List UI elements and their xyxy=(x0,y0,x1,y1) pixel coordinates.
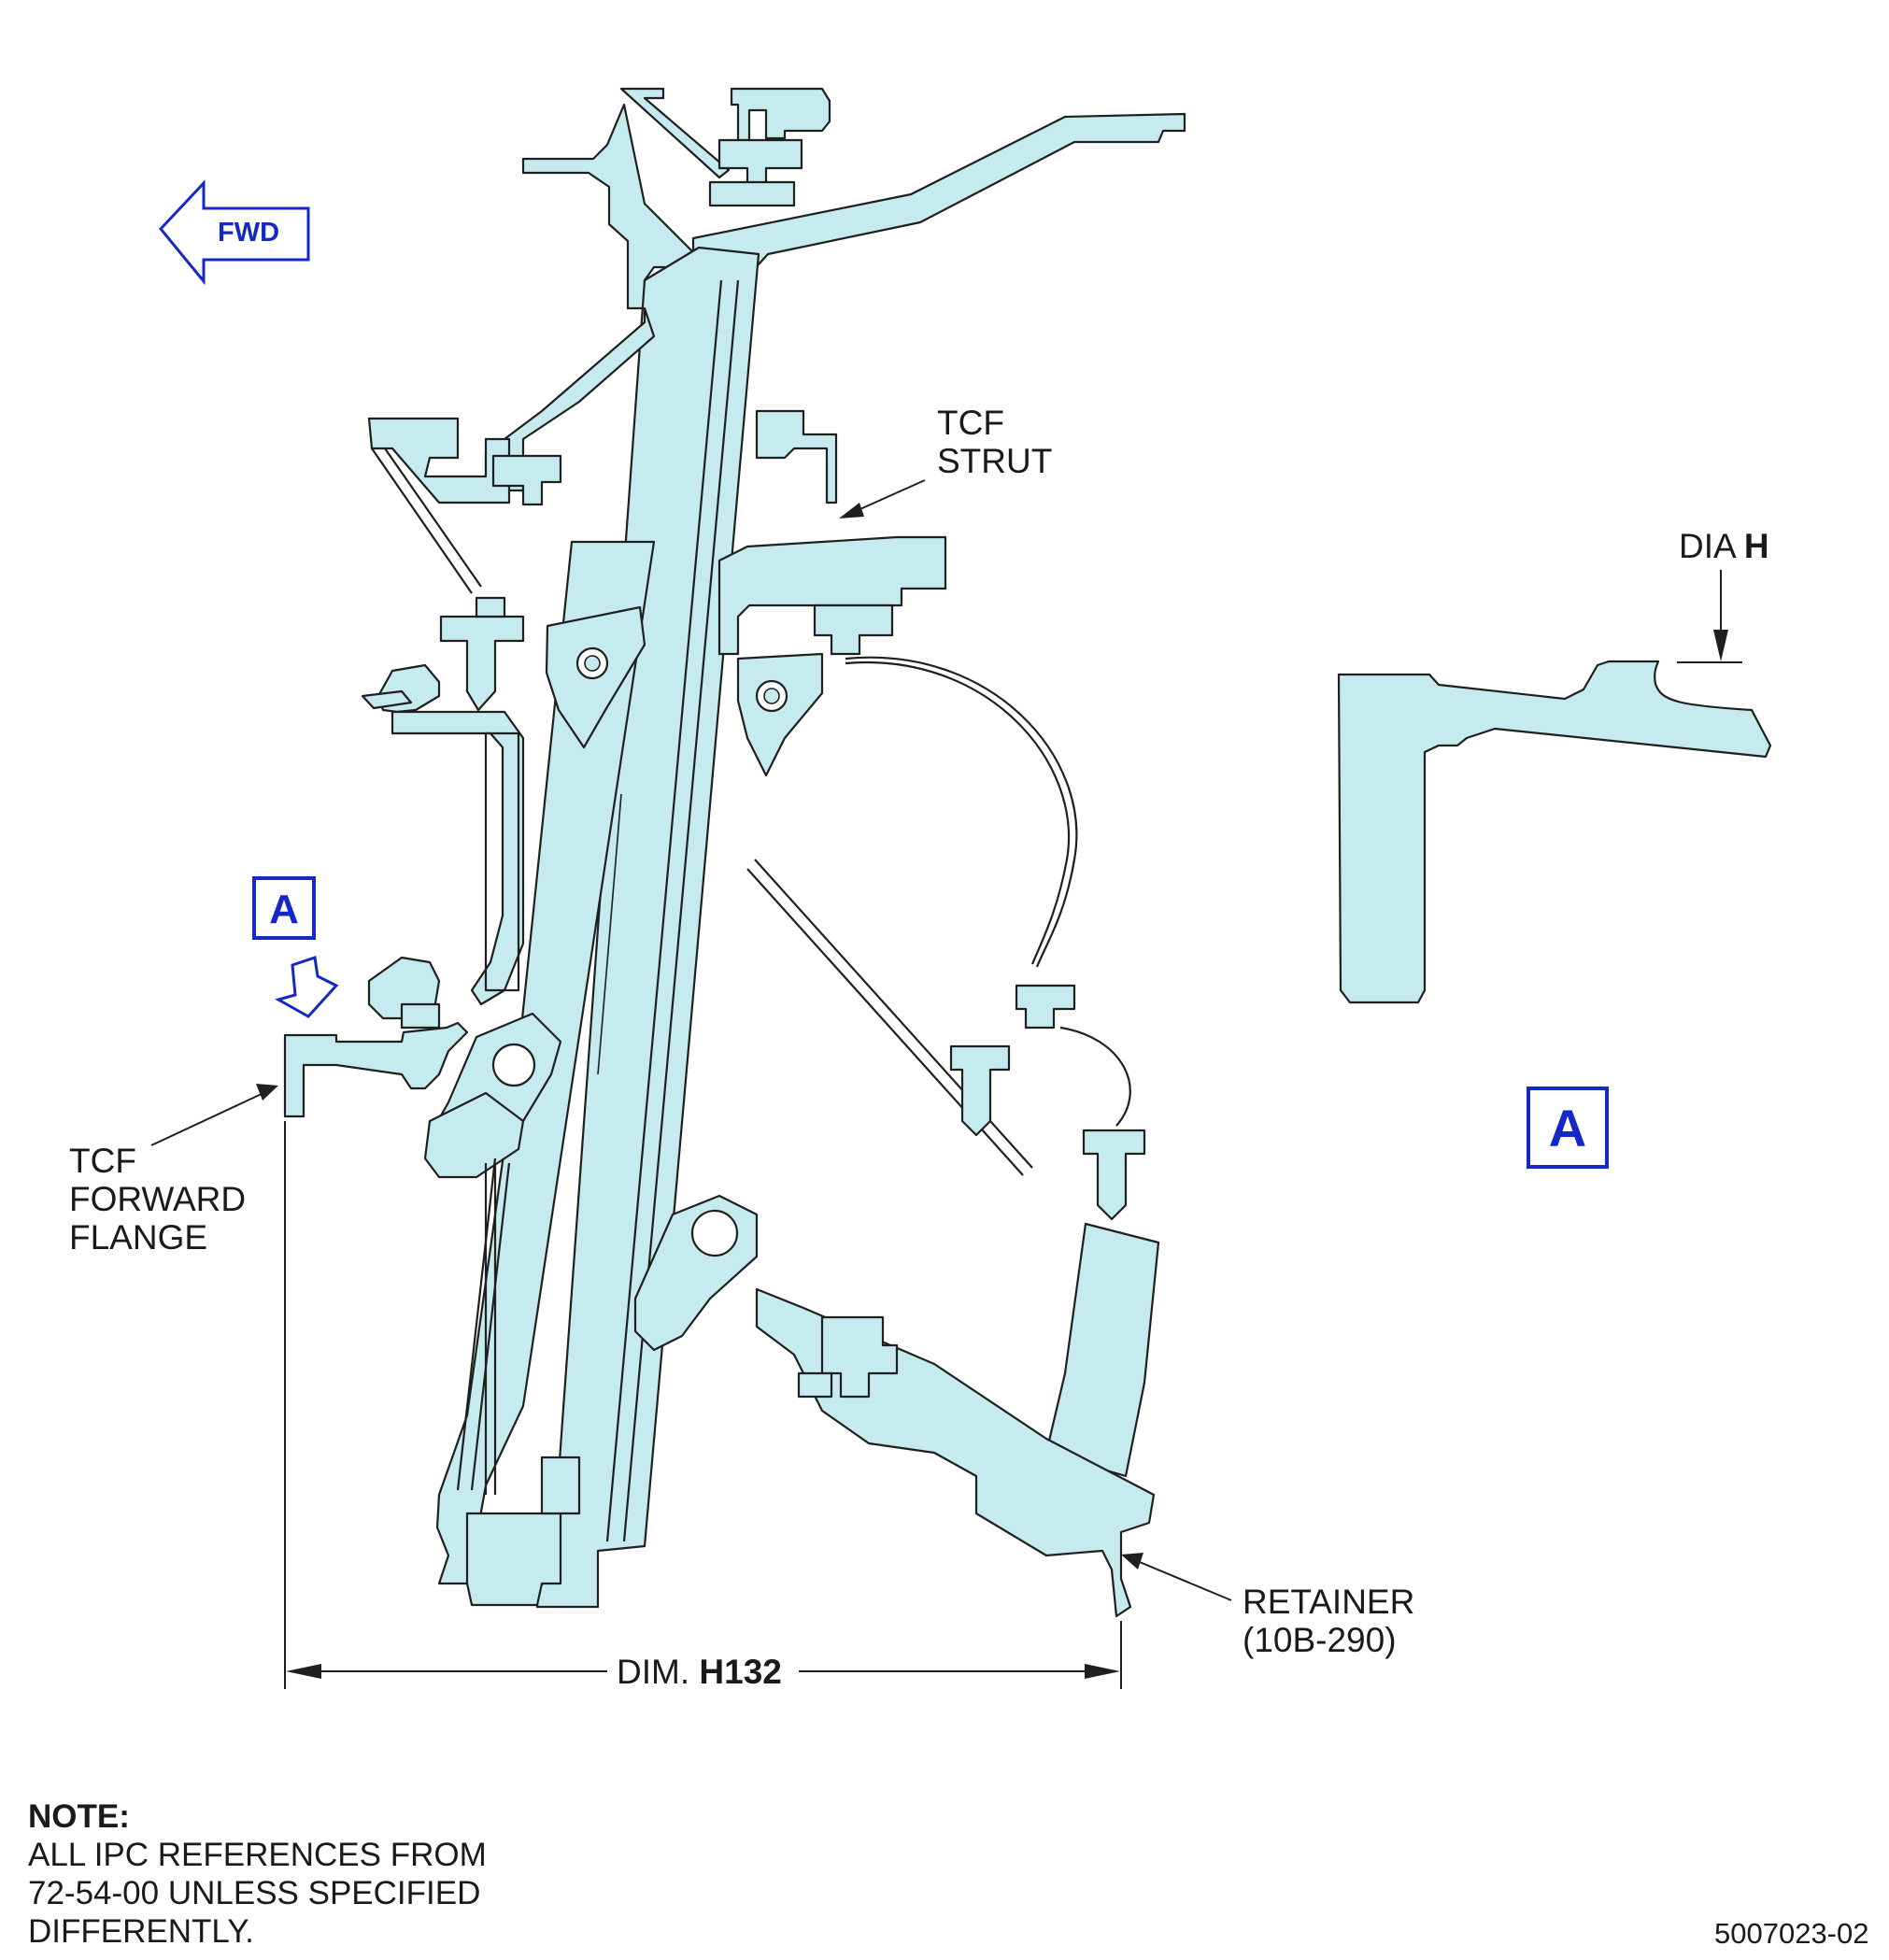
detail-a-flange-section xyxy=(1337,660,1772,1004)
tcf-strut-label-2: STRUT xyxy=(937,442,1052,480)
strut-accent-line xyxy=(597,793,622,1075)
bolt-stack-left-upper xyxy=(439,615,525,712)
forward-flange-bolt-b xyxy=(400,1002,441,1030)
tcf-flange-arrowhead xyxy=(256,1084,278,1101)
aft-bolt-stack xyxy=(813,604,894,656)
lower-bolt-stack xyxy=(820,1315,899,1399)
upper-hook xyxy=(619,87,731,179)
top-flange-a xyxy=(730,87,831,142)
lower-left-lug-hole xyxy=(491,1043,536,1087)
right-bolt-stack-lower xyxy=(1082,1129,1146,1221)
retainer-label-1: RETAINER xyxy=(1243,1583,1414,1621)
dimension-h132: DIM. H132 xyxy=(284,1121,1122,1691)
mid-flange-left xyxy=(491,454,562,506)
retainer-label-2: (10B-290) xyxy=(1243,1621,1397,1659)
figure-id: 5007023-02 xyxy=(1714,1917,1869,1950)
detail-a: DIA H A xyxy=(1337,527,1772,1169)
main-assembly xyxy=(283,87,1186,1618)
inner-strut-line-1 xyxy=(605,279,723,1542)
lower-left-clamp xyxy=(423,1091,525,1179)
tcf-strut-bracket xyxy=(755,409,838,504)
lower-aft-lug-hole xyxy=(690,1209,739,1257)
forward-flange-assembly xyxy=(283,1021,469,1118)
tcf-flange-label-1: TCF xyxy=(69,1142,136,1180)
detail-a-label: A xyxy=(1549,1099,1586,1158)
general-note: NOTE: ALL IPC REFERENCES FROM 72-54-00 U… xyxy=(28,1797,487,1951)
dia-prefix: DIA xyxy=(1679,527,1737,565)
tcf-flange-label-2: FORWARD xyxy=(69,1180,246,1218)
lower-foot-left xyxy=(465,1512,562,1607)
callout-leaders xyxy=(150,479,1232,1601)
retainer-leader xyxy=(1134,1559,1232,1601)
lower-bolt-stack-b xyxy=(797,1371,833,1399)
dim-arrow-right xyxy=(1085,1664,1120,1679)
right-bolt-stack-upper xyxy=(1015,984,1076,1030)
detail-a-box xyxy=(1527,1087,1609,1169)
fwd-label: FWD xyxy=(218,218,279,248)
aft-upper-lug-hole-inner xyxy=(763,688,780,704)
right-seal-arc xyxy=(1059,1026,1131,1127)
main-strut-web xyxy=(535,246,760,1609)
view-a-marker: A xyxy=(252,876,339,1018)
tcf-strut-label-1: TCF xyxy=(937,404,1004,442)
view-a-box xyxy=(252,876,316,940)
view-a-label: A xyxy=(269,887,299,932)
dim-arrow-left xyxy=(286,1664,321,1679)
forward-rib-panel-2 xyxy=(361,689,413,710)
bracket-strut-line-2 xyxy=(384,447,482,588)
dim-prefix: DIM. xyxy=(617,1653,689,1691)
forward-bracket xyxy=(367,417,511,504)
note-heading: NOTE: xyxy=(28,1798,130,1835)
upper-duct xyxy=(717,535,947,656)
tcf-flange-leader xyxy=(150,1092,264,1146)
view-a-arrow xyxy=(275,956,339,1018)
top-flange-c xyxy=(708,180,796,207)
upper-lug-hole-inner xyxy=(584,655,601,672)
aft-seal-arc-2 xyxy=(845,660,1070,965)
lower-foot-mid xyxy=(540,1456,581,1515)
note-line-3: DIFFERENTLY. xyxy=(28,1913,254,1950)
forward-vertical-panel xyxy=(484,731,520,992)
tcf-strut-arrowhead xyxy=(839,503,864,518)
note-line-2: 72-54-00 UNLESS SPECIFIED xyxy=(28,1875,481,1911)
bolt-stack-left-upper-b xyxy=(475,596,506,618)
dia-h-arrowhead xyxy=(1713,630,1728,661)
note-line-1: ALL IPC REFERENCES FROM xyxy=(28,1837,487,1873)
right-bolt-stack-mid xyxy=(949,1044,1011,1137)
aft-liner-band xyxy=(1044,1222,1160,1478)
tcf-flange-label-3: FLANGE xyxy=(69,1218,207,1257)
dia-id: H xyxy=(1744,527,1769,565)
top-flange-b xyxy=(717,138,803,189)
dim-id: H132 xyxy=(699,1653,781,1691)
retainer-arrowhead xyxy=(1121,1553,1143,1569)
aft-seal-arc xyxy=(845,656,1078,968)
aft-upper-lug xyxy=(736,652,824,777)
left-lower-rail-2 xyxy=(470,1162,511,1491)
fwd-arrow: FWD xyxy=(159,179,310,286)
bracket-strut-line xyxy=(371,447,473,594)
dim-label: DIM. H132 xyxy=(617,1653,782,1691)
left-lower-rail xyxy=(456,1158,497,1491)
dia-h-label: DIA H xyxy=(1679,527,1769,565)
